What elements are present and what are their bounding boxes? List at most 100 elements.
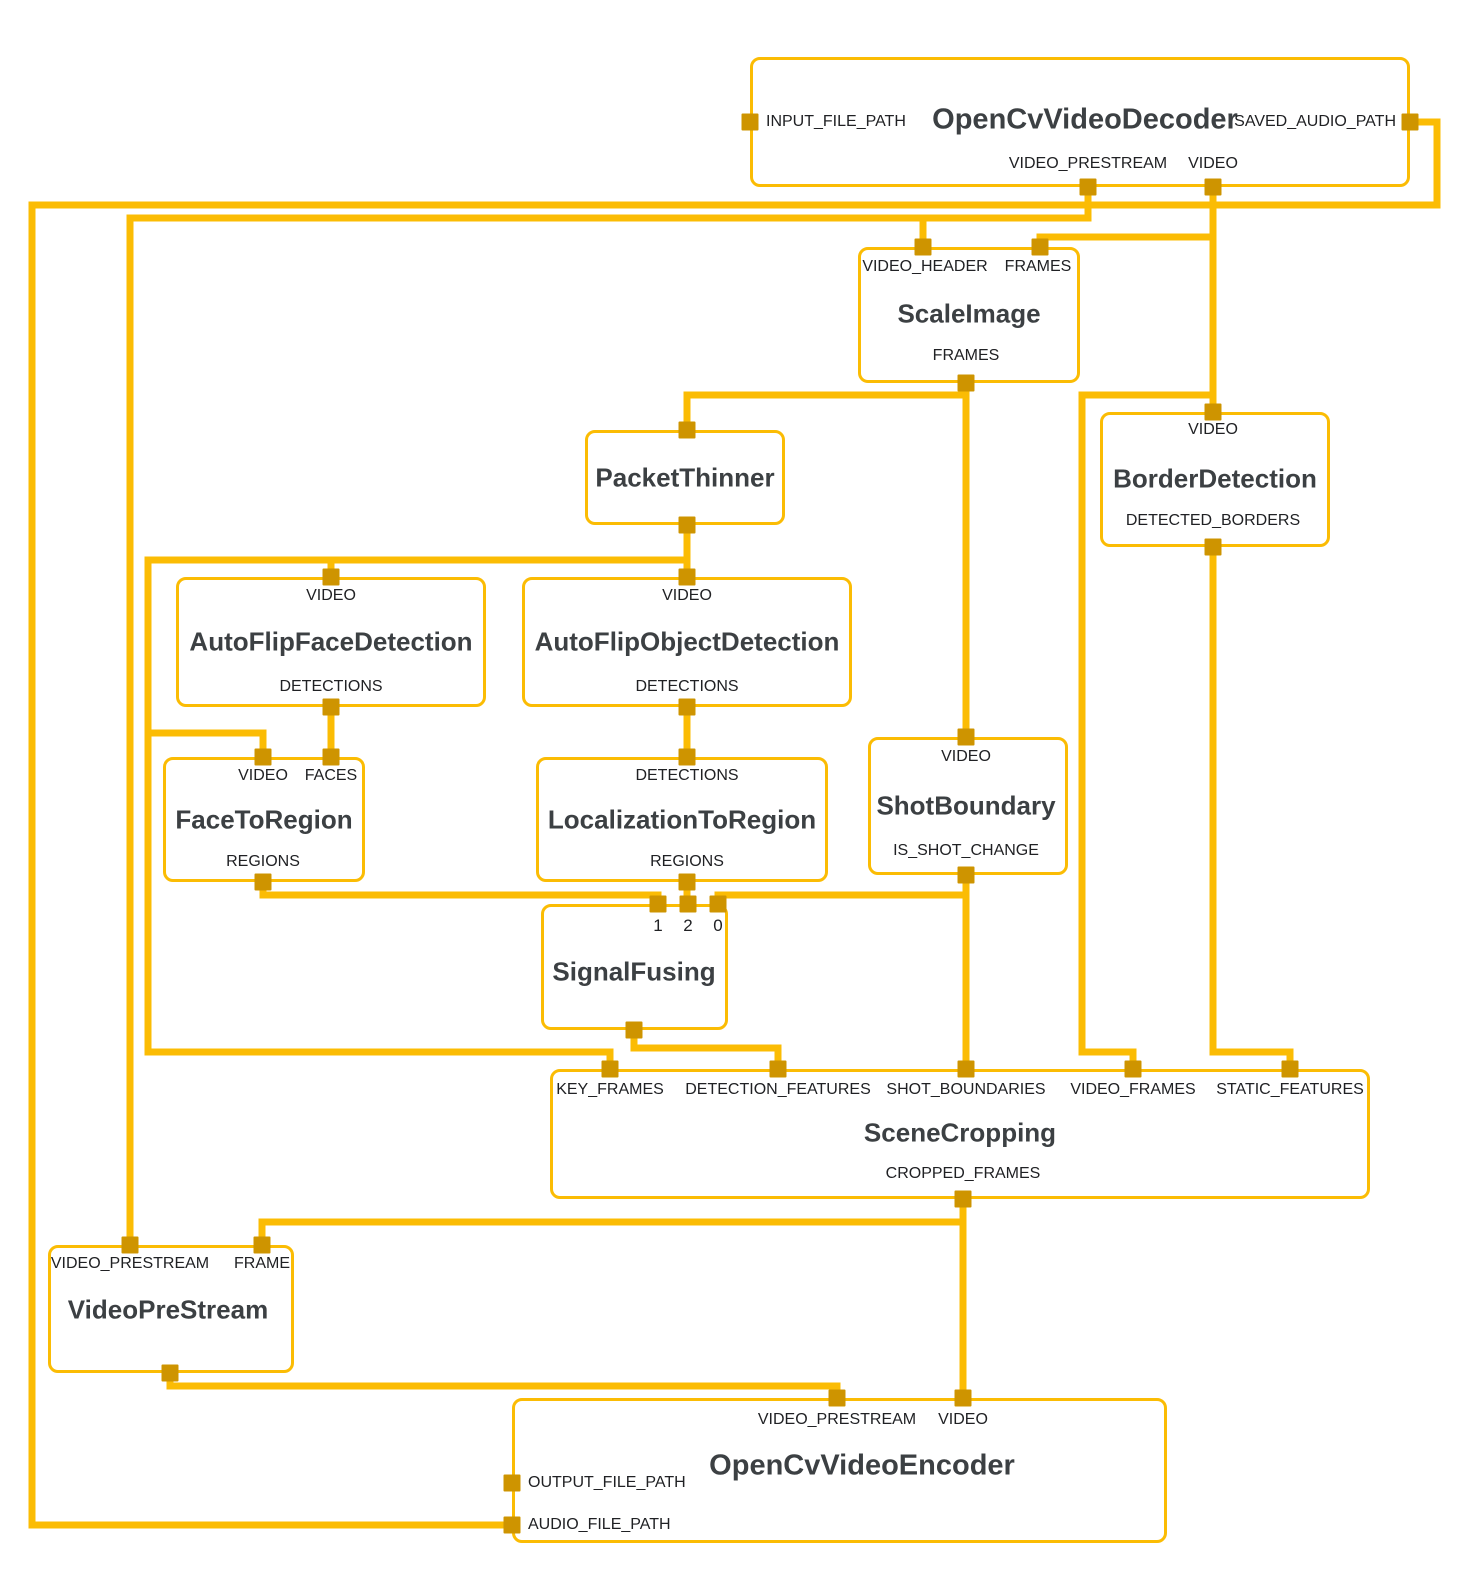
node-scale-image[interactable] — [858, 247, 1080, 383]
port-decoder-input-file-path[interactable] — [741, 113, 759, 131]
decoder-title: OpenCvVideoDecoder — [932, 103, 1238, 136]
port-video-pre-stream-frame[interactable] — [253, 1236, 271, 1254]
encoder-output-file-path-label: OUTPUT_FILE_PATH — [528, 1474, 686, 1491]
port-face-to-region-video[interactable] — [254, 748, 272, 766]
port-scene-cropping-cropped-frames[interactable] — [954, 1190, 972, 1208]
scale-image-frames-out-label: FRAMES — [932, 347, 1000, 364]
signal-fusing-title: SignalFusing — [552, 956, 716, 987]
port-encoder-video[interactable] — [954, 1389, 972, 1407]
port-face-detection-video[interactable] — [322, 568, 340, 586]
port-scene-cropping-key-frames[interactable] — [601, 1060, 619, 1078]
encoder-video-label: VIDEO — [938, 1411, 988, 1428]
port-signal-fusing-2[interactable] — [679, 895, 697, 913]
face-to-region-regions-label: REGIONS — [226, 853, 300, 870]
face-detection-video-label: VIDEO — [306, 587, 356, 604]
edge-video-to-video-frames — [1078, 391, 1213, 1069]
video-pre-stream-frame-label: FRAME — [234, 1255, 290, 1272]
port-scale-image-video-header[interactable] — [914, 238, 932, 256]
face-to-region-title: FaceToRegion — [175, 804, 353, 835]
port-border-detection-detected-borders[interactable] — [1204, 538, 1222, 556]
port-decoder-saved-audio-path[interactable] — [1401, 113, 1419, 131]
port-packet-thinner-out[interactable] — [678, 516, 696, 534]
port-object-detection-video[interactable] — [678, 568, 696, 586]
scene-cropping-title: SceneCropping — [863, 1117, 1057, 1148]
shot-boundary-title: ShotBoundary — [876, 790, 1056, 821]
scene-cropping-static-features-label: STATIC_FEATURES — [1216, 1081, 1364, 1098]
scale-image-frames-in-label: FRAMES — [1004, 258, 1072, 275]
packet-thinner-title: PacketThinner — [595, 462, 775, 493]
face-detection-detections-label: DETECTIONS — [279, 678, 383, 695]
port-decoder-video[interactable] — [1204, 178, 1222, 196]
port-video-pre-stream-video-prestream[interactable] — [121, 1236, 139, 1254]
port-scene-cropping-static-features[interactable] — [1281, 1060, 1299, 1078]
node-opencv-video-encoder[interactable] — [512, 1398, 1167, 1543]
port-scale-image-frames-out[interactable] — [957, 374, 975, 392]
signal-fusing-input-2-label: 2 — [683, 916, 693, 935]
edge-scaled-to-packet-thinner — [683, 391, 966, 430]
object-detection-video-label: VIDEO — [662, 587, 712, 604]
encoder-title: OpenCvVideoEncoder — [709, 1449, 1015, 1482]
port-localization-to-region-detections[interactable] — [678, 748, 696, 766]
port-shot-boundary-video[interactable] — [957, 728, 975, 746]
port-face-to-region-faces[interactable] — [322, 748, 340, 766]
border-detection-video-label: VIDEO — [1188, 421, 1238, 438]
localization-to-region-detections-label: DETECTIONS — [635, 767, 739, 784]
port-face-to-region-regions[interactable] — [254, 873, 272, 891]
encoder-video-prestream-label: VIDEO_PRESTREAM — [757, 1411, 917, 1428]
port-signal-fusing-1[interactable] — [649, 895, 667, 913]
shot-boundary-is-shot-change-label: IS_SHOT_CHANGE — [893, 842, 1039, 859]
edge-signal-fusing-out — [630, 1030, 782, 1069]
face-to-region-video-label: VIDEO — [238, 767, 288, 784]
port-encoder-video-prestream[interactable] — [828, 1389, 846, 1407]
port-scene-cropping-shot-boundaries[interactable] — [957, 1060, 975, 1078]
edge-detected-borders — [1209, 547, 1294, 1069]
decoder-video-prestream-label: VIDEO_PRESTREAM — [1008, 155, 1168, 172]
scene-cropping-detection-features-label: DETECTION_FEATURES — [685, 1081, 871, 1098]
scene-cropping-shot-boundaries-label: SHOT_BOUNDARIES — [886, 1081, 1046, 1098]
encoder-audio-file-path-label: AUDIO_FILE_PATH — [528, 1516, 671, 1533]
port-localization-to-region-regions[interactable] — [678, 873, 696, 891]
port-signal-fusing-out[interactable] — [625, 1021, 643, 1039]
port-packet-thinner-in[interactable] — [678, 421, 696, 439]
port-face-detection-detections[interactable] — [322, 698, 340, 716]
scene-cropping-cropped-frames-label: CROPPED_FRAMES — [885, 1165, 1041, 1182]
video-pre-stream-title: VideoPreStream — [67, 1294, 269, 1325]
signal-fusing-input-1-label: 1 — [653, 916, 663, 935]
edge-face-regions — [259, 882, 662, 904]
edge-video-prestream — [126, 187, 1092, 1245]
node-shot-boundary[interactable] — [868, 737, 1068, 875]
edge-thinned-to-face-to-region — [148, 729, 267, 757]
edge-shot-change-to-signal-fusing — [714, 891, 966, 904]
port-encoder-output-file-path[interactable] — [503, 1474, 521, 1492]
port-object-detection-detections[interactable] — [678, 698, 696, 716]
port-scale-image-frames-in[interactable] — [1031, 238, 1049, 256]
port-scene-cropping-detection-features[interactable] — [769, 1060, 787, 1078]
video-pre-stream-video-prestream-label: VIDEO_PRESTREAM — [50, 1255, 210, 1272]
port-shot-boundary-is-shot-change[interactable] — [957, 866, 975, 884]
port-scene-cropping-video-frames[interactable] — [1124, 1060, 1142, 1078]
port-signal-fusing-0[interactable] — [709, 895, 727, 913]
node-border-detection[interactable] — [1100, 412, 1330, 547]
port-border-detection-video[interactable] — [1204, 403, 1222, 421]
decoder-input-file-path-label: INPUT_FILE_PATH — [766, 113, 906, 130]
border-detection-title: BorderDetection — [1113, 463, 1317, 494]
face-detection-title: AutoFlipFaceDetection — [189, 626, 473, 657]
scale-image-video-header-label: VIDEO_HEADER — [862, 258, 988, 275]
port-encoder-audio-file-path[interactable] — [503, 1516, 521, 1534]
scene-cropping-key-frames-label: KEY_FRAMES — [556, 1081, 664, 1098]
node-opencv-video-decoder[interactable] — [750, 57, 1410, 187]
scale-image-title: ScaleImage — [897, 298, 1041, 329]
node-signal-fusing[interactable] — [541, 904, 728, 1030]
face-to-region-faces-label: FACES — [304, 767, 358, 784]
localization-to-region-title: LocalizationToRegion — [547, 804, 817, 835]
port-video-pre-stream-out[interactable] — [161, 1364, 179, 1382]
localization-to-region-regions-label: REGIONS — [650, 853, 724, 870]
edge-saved-audio-path — [28, 118, 1441, 1529]
shot-boundary-video-label: VIDEO — [941, 748, 991, 765]
node-autoflip-object-detection[interactable] — [522, 577, 852, 707]
border-detection-detected-borders-label: DETECTED_BORDERS — [1125, 512, 1301, 529]
scene-cropping-video-frames-label: VIDEO_FRAMES — [1070, 1081, 1196, 1098]
signal-fusing-input-0-label: 0 — [713, 916, 723, 935]
port-decoder-video-prestream[interactable] — [1079, 178, 1097, 196]
